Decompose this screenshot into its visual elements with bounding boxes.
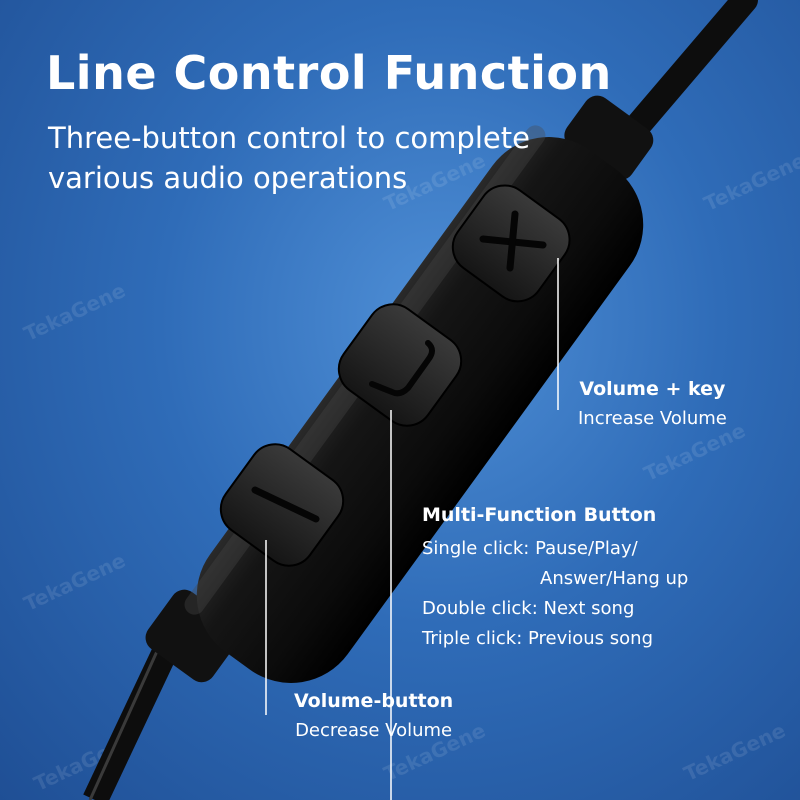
plus-icon	[479, 210, 547, 272]
multi-function-line: Answer/Hang up	[540, 568, 689, 589]
multi-function-heading: Multi-Function Button	[422, 504, 657, 526]
subtitle-line: various audio operations	[48, 161, 408, 195]
volume-minus-heading: Volume-button	[294, 690, 454, 712]
volume-plus-heading: Volume + key	[579, 378, 726, 400]
volume-minus-label: Volume-button Decrease Volume	[294, 686, 453, 746]
volume-plus-label: Volume + key Increase Volume	[578, 374, 727, 434]
multi-function-label: Multi-Function Button Single click: Paus…	[422, 500, 688, 654]
page-subtitle: Three-button control to complete various…	[48, 118, 568, 198]
multi-function-line: Double click: Next song	[422, 598, 635, 619]
volume-minus-description: Decrease Volume	[295, 720, 453, 741]
page-title: Line Control Function	[46, 46, 612, 100]
minus-icon	[251, 486, 320, 523]
multi-function-button	[337, 303, 463, 427]
volume-plus-description: Increase Volume	[578, 408, 727, 429]
subtitle-line: Three-button control to complete	[48, 121, 530, 155]
phone-icon	[369, 340, 435, 397]
multi-function-line: Single click: Pause/Play/	[422, 538, 638, 559]
multi-function-line: Triple click: Previous song	[422, 628, 653, 649]
